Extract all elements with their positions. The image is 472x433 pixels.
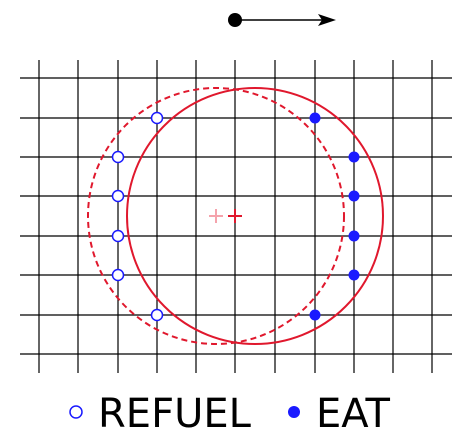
refuel-point xyxy=(111,150,125,164)
filled-dot-icon xyxy=(288,406,300,418)
eat-point xyxy=(348,151,360,163)
eat-point xyxy=(309,112,321,124)
refuel-point xyxy=(111,268,125,282)
circles xyxy=(87,87,384,345)
eat-point xyxy=(348,269,360,281)
legend-eat-label: EAT xyxy=(316,391,391,433)
current-circle xyxy=(126,87,384,345)
eat-point xyxy=(309,309,321,321)
legend: REFUEL EAT xyxy=(69,391,391,433)
arrow-right-icon xyxy=(318,14,336,26)
eat-point xyxy=(348,190,360,202)
refuel-point xyxy=(111,189,125,203)
legend-refuel-label: REFUEL xyxy=(98,391,252,433)
direction-indicator xyxy=(228,13,336,27)
previous-center-cross xyxy=(209,209,223,223)
grid xyxy=(20,60,452,373)
center-markers xyxy=(209,209,242,223)
eat-point xyxy=(348,230,360,242)
eat-points xyxy=(309,112,360,321)
refuel-point xyxy=(111,229,125,243)
refuel-point xyxy=(150,308,164,322)
previous-circle xyxy=(87,87,345,345)
refuel-point xyxy=(150,111,164,125)
hollow-dot-icon xyxy=(69,405,83,419)
current-center-cross xyxy=(228,209,242,223)
refuel-points xyxy=(111,111,164,322)
